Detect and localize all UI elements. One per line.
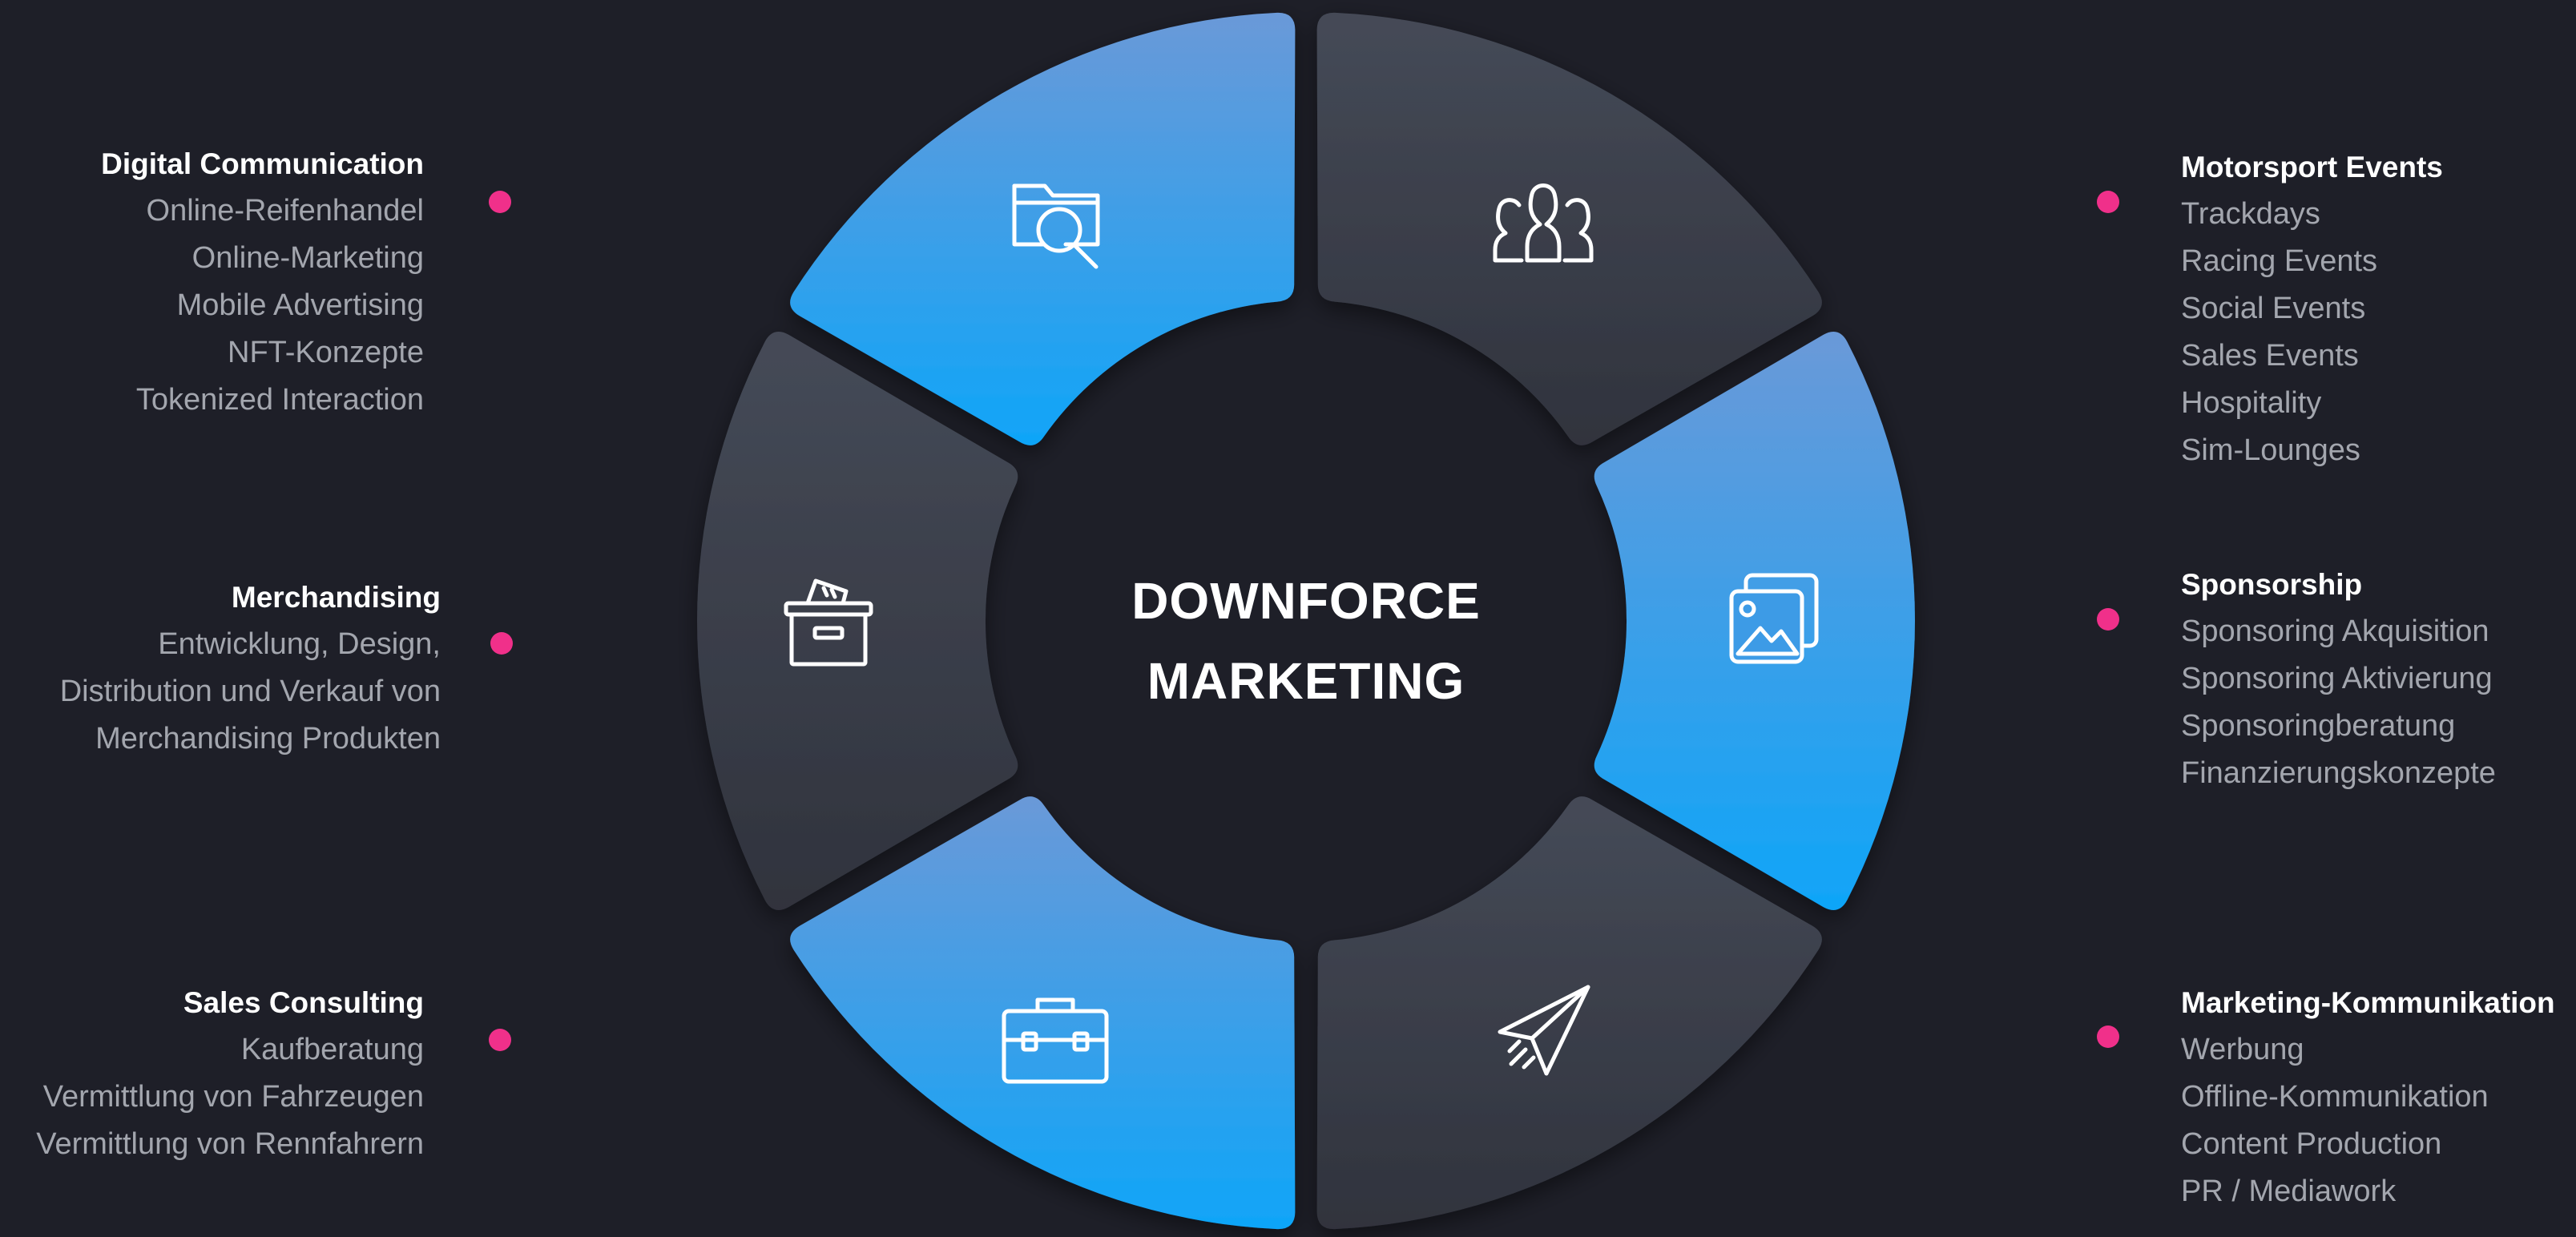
- marketing-kommunikation-title: Marketing-Kommunikation: [2181, 986, 2555, 1019]
- center-title: DOWNFORCE MARKETING: [1066, 561, 1546, 721]
- list-item: PR / Mediawork: [2181, 1175, 2397, 1208]
- merchandising-title: Merchandising: [231, 581, 441, 614]
- merchandising-block: Merchandising Entwicklung, Design, Distr…: [60, 574, 441, 763]
- list-item: Online-Reifenhandel: [146, 194, 424, 228]
- bullet-dot: [489, 1029, 511, 1051]
- list-item: Werbung: [2181, 1033, 2304, 1066]
- list-item: Tokenized Interaction: [135, 383, 424, 417]
- paper-plane-icon: [1498, 985, 1590, 1076]
- list-item: Merchandising Produkten: [95, 722, 441, 755]
- list-item: Distribution und Verkauf von: [59, 675, 441, 708]
- list-item: Offline-Kommunikation: [2181, 1080, 2489, 1114]
- sponsorship-block: Sponsorship Sponsoring Akquisition Spons…: [2181, 561, 2496, 797]
- list-item: Trackdays: [2181, 197, 2320, 231]
- segment-digital-communication: [790, 12, 1296, 445]
- list-item: Racing Events: [2181, 244, 2378, 278]
- segment-marketing-kommunikation: [1316, 796, 1822, 1230]
- segment-motorsport-events: [1316, 12, 1822, 445]
- list-item: Kaufberatung: [240, 1033, 424, 1066]
- list-item: Sponsoringberatung: [2181, 709, 2456, 743]
- image-gallery-icon: [1729, 573, 1819, 664]
- list-item: Vermittlung von Fahrzeugen: [42, 1080, 424, 1114]
- list-item: Content Production: [2181, 1127, 2442, 1161]
- list-item: Finanzierungskonzepte: [2181, 756, 2496, 790]
- people-icon: [1493, 183, 1594, 263]
- bullet-dot: [2097, 608, 2119, 631]
- list-item: Sponsoring Aktivierung: [2181, 662, 2493, 695]
- sales-consulting-title: Sales Consulting: [183, 986, 424, 1019]
- digital-communication-title: Digital Communication: [101, 147, 424, 180]
- segment-merchandising: [697, 332, 1018, 910]
- list-item: Vermittlung von Rennfahrern: [36, 1127, 424, 1161]
- bullet-dot: [489, 191, 511, 213]
- list-item: Sales Events: [2181, 339, 2359, 373]
- list-item: Mobile Advertising: [176, 288, 424, 322]
- bullet-dot: [2097, 1025, 2119, 1048]
- list-item: Hospitality: [2181, 386, 2322, 420]
- digital-communication-block: Digital Communication Online-Reifenhande…: [101, 140, 424, 424]
- marketing-kommunikation-block: Marketing-Kommunikation Werbung Offline-…: [2181, 979, 2555, 1215]
- motorsport-events-title: Motorsport Events: [2181, 151, 2443, 183]
- list-item: NFT-Konzepte: [228, 336, 424, 369]
- center-title-line2: MARKETING: [1147, 652, 1465, 710]
- folder-search-icon: [1012, 183, 1100, 269]
- sponsorship-title: Sponsorship: [2181, 568, 2363, 601]
- bullet-dot: [490, 632, 513, 655]
- center-title-line1: DOWNFORCE: [1131, 572, 1481, 630]
- bullet-dot: [2097, 191, 2119, 213]
- list-item: Sponsoring Akquisition: [2181, 614, 2489, 648]
- archive-box-icon: [784, 578, 873, 667]
- sales-consulting-block: Sales Consulting Kaufberatung Vermittlun…: [36, 979, 424, 1168]
- briefcase-icon: [1002, 997, 1109, 1084]
- motorsport-events-block: Motorsport Events Trackdays Racing Event…: [2181, 143, 2443, 474]
- list-item: Social Events: [2181, 292, 2366, 325]
- list-item: Entwicklung, Design,: [158, 627, 441, 661]
- list-item: Sim-Lounges: [2181, 433, 2360, 467]
- list-item: Online-Marketing: [191, 241, 424, 275]
